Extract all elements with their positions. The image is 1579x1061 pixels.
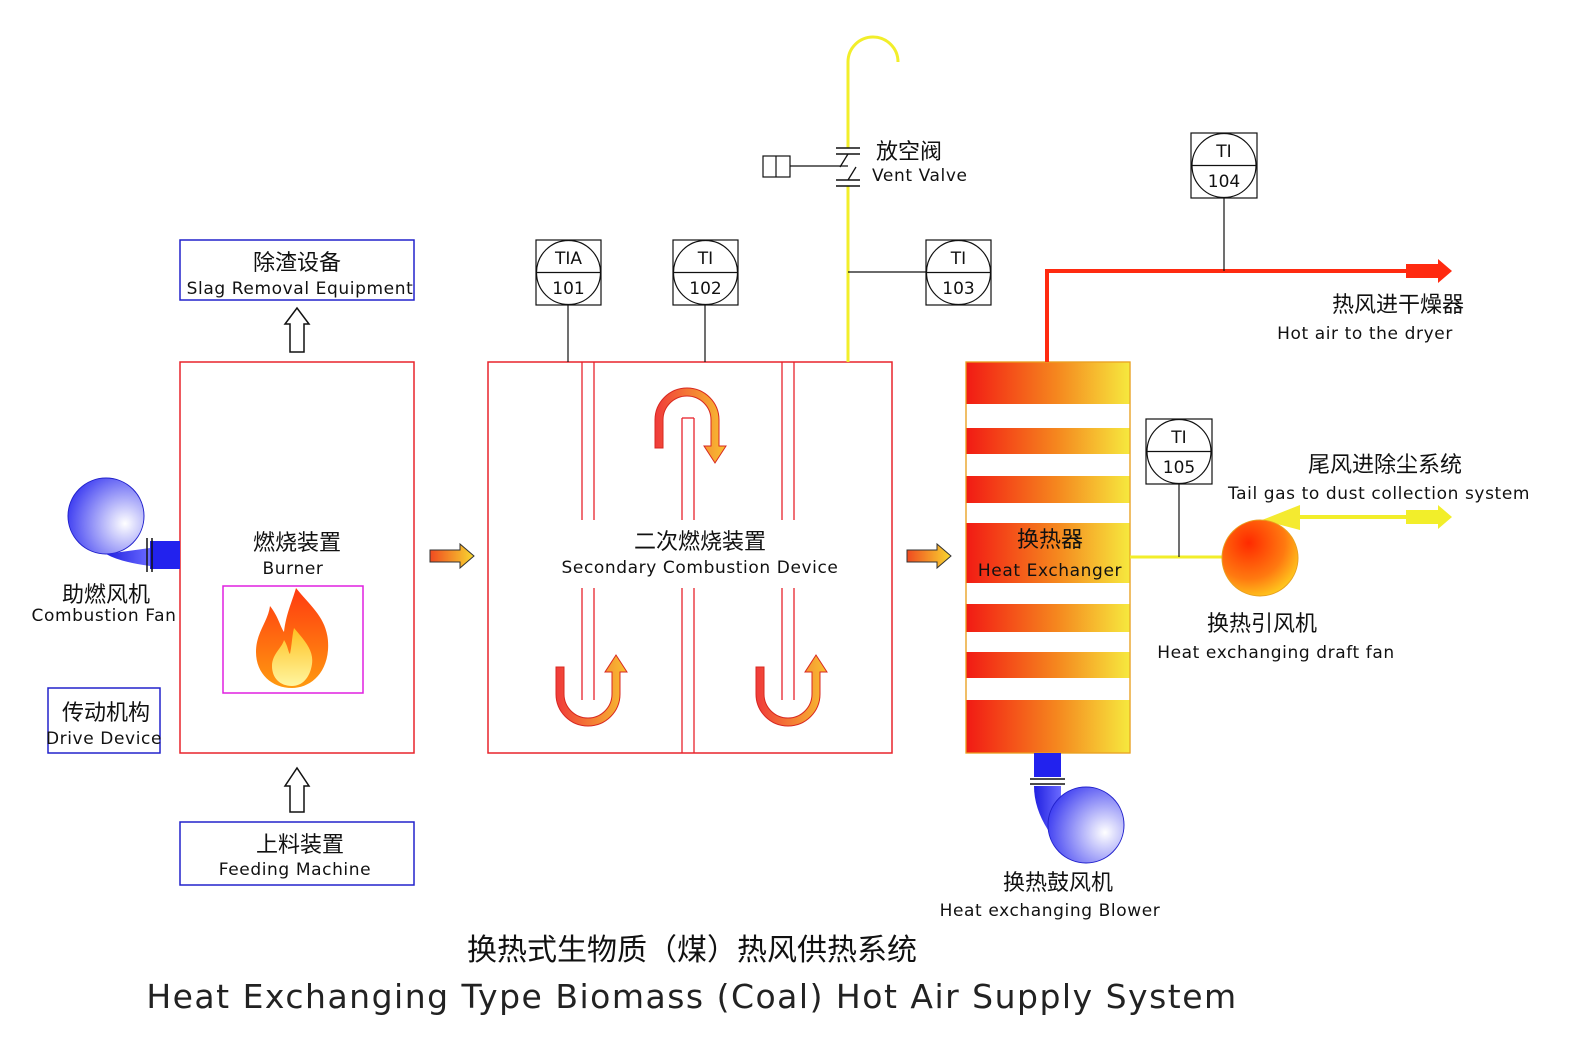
drive-device-box: 传动机构 Drive Device — [46, 687, 162, 754]
blower-label-en: Heat exchanging Blower — [940, 901, 1161, 921]
draft-fan-label-cn: 换热引风机 — [1207, 612, 1317, 637]
instrument-number: 103 — [942, 279, 974, 299]
slag-removal-box: 除渣设备 Slag Removal Equipment — [179, 239, 415, 301]
draft-fan-label-en: Heat exchanging draft fan — [1157, 643, 1395, 663]
vent-valve-label-en: Vent Valve — [872, 166, 968, 186]
tail-gas-pipe — [1300, 505, 1452, 529]
instrument-ti-104: TI 104 — [1190, 132, 1258, 199]
slag-up-arrow — [283, 306, 311, 353]
instrument-number: 105 — [1163, 458, 1195, 478]
slag-removal-label-en: Slag Removal Equipment — [187, 279, 414, 299]
blower-label-cn: 换热鼓风机 — [1003, 871, 1113, 896]
instrument-ti-102: TI 102 — [672, 239, 739, 306]
flame-icon — [256, 588, 329, 688]
heat-exchanger: 换热器 Heat Exchanger — [965, 361, 1131, 754]
instrument-type: TI — [1170, 428, 1186, 448]
secondary-combustion-label-en: Secondary Combustion Device — [562, 558, 839, 578]
instrument-number: 102 — [689, 279, 721, 299]
instrument-type: TI — [1215, 142, 1231, 162]
heat-exchanger-label-en: Heat Exchanger — [978, 561, 1122, 581]
flow-arrow-secondary-to-exchanger — [906, 542, 952, 570]
drive-device-label-en: Drive Device — [46, 729, 162, 749]
burner-box: 燃烧装置 Burner — [179, 361, 415, 754]
diagram-title-cn: 换热式生物质（煤）热风供热系统 — [467, 933, 917, 968]
burner-label-en: Burner — [263, 559, 324, 579]
drive-device-label-cn: 传动机构 — [62, 701, 150, 726]
instrument-number: 101 — [552, 279, 584, 299]
instrument-type: TIA — [554, 249, 582, 269]
hot-air-pipe — [1045, 259, 1452, 362]
secondary-combustion-label-cn: 二次燃烧装置 — [634, 530, 766, 555]
diagram-title-en: Heat Exchanging Type Biomass (Coal) Hot … — [146, 977, 1237, 1016]
fire-box — [222, 585, 364, 694]
flow-u-arrow-top — [654, 387, 727, 464]
tail-gas-label-cn: 尾风进除尘系统 — [1308, 453, 1462, 478]
secondary-combustion-box: 二次燃烧装置 Secondary Combustion Device — [487, 361, 893, 754]
feeding-machine-box: 上料装置 Feeding Machine — [179, 821, 415, 886]
instrument-number: 104 — [1208, 172, 1240, 192]
hot-air-label-en: Hot air to the dryer — [1277, 324, 1453, 344]
vent-valve — [762, 147, 860, 187]
heat-exchanger-label-cn: 换热器 — [1017, 528, 1083, 553]
combustion-fan-label-en: Combustion Fan — [31, 606, 176, 626]
instrument-ti-105: TI 105 — [1145, 418, 1213, 485]
burner-label-cn: 燃烧装置 — [253, 531, 341, 556]
heat-exchanging-blower — [1030, 753, 1125, 864]
instrument-ti-103: TI 103 — [925, 239, 992, 306]
combustion-fan — [67, 477, 180, 572]
flow-arrow-burner-to-secondary — [429, 542, 475, 570]
instrument-type: TI — [697, 249, 713, 269]
instrument-tia-101: TIA 101 — [535, 239, 602, 306]
feeding-machine-label-en: Feeding Machine — [219, 860, 371, 880]
combustion-fan-label-cn: 助燃风机 — [62, 583, 150, 608]
vent-valve-label-cn: 放空阀 — [876, 140, 942, 165]
feed-up-arrow — [283, 766, 311, 813]
hot-air-label-cn: 热风进干燥器 — [1332, 293, 1464, 318]
vent-pipe — [846, 35, 900, 362]
flow-u-arrow-bottom-right — [755, 654, 828, 727]
flow-u-arrow-bottom-left — [555, 654, 628, 727]
feeding-machine-label-cn: 上料装置 — [256, 833, 344, 858]
draft-fan — [1221, 505, 1300, 597]
slag-removal-label-cn: 除渣设备 — [253, 251, 341, 276]
instrument-type: TI — [950, 249, 966, 269]
tail-gas-label-en: Tail gas to dust collection system — [1227, 484, 1530, 504]
